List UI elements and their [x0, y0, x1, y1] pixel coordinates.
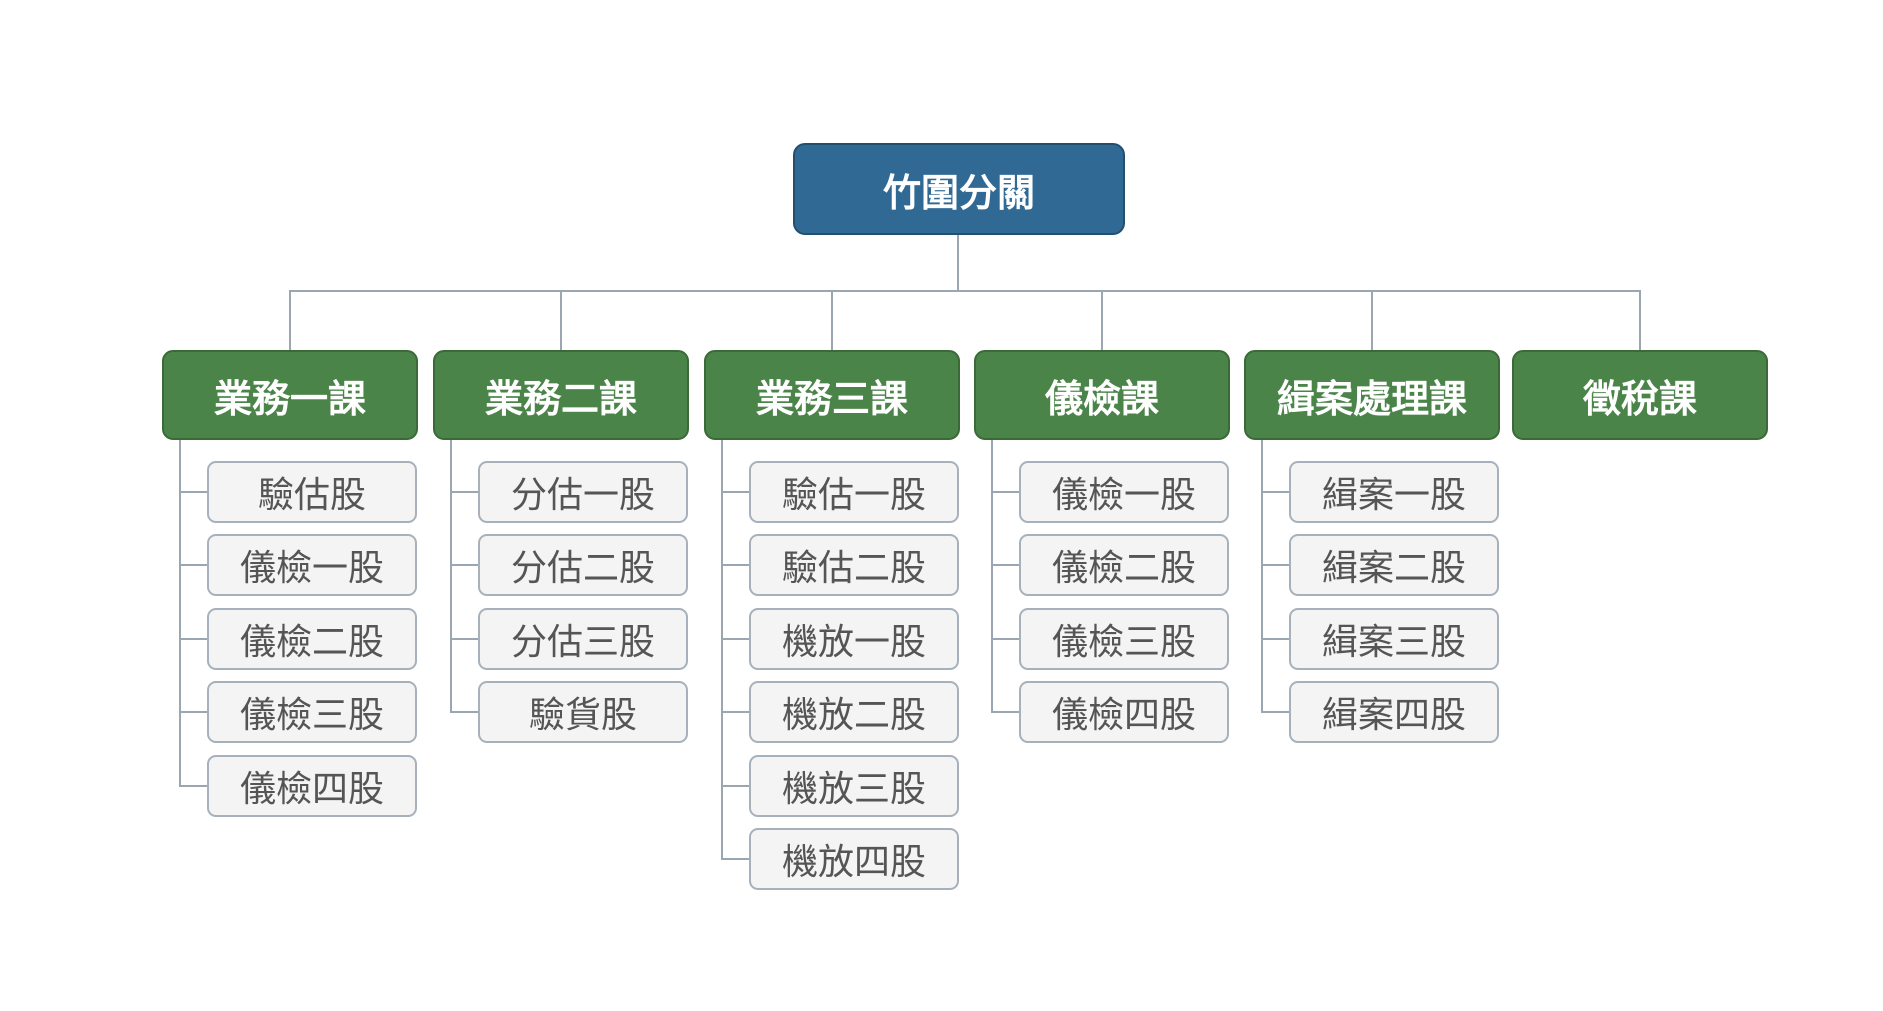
unit-node: 分估一股 [478, 461, 688, 523]
root-node: 竹圍分關 [793, 143, 1125, 235]
unit-node: 驗估二股 [749, 534, 959, 596]
unit-node: 驗估股 [207, 461, 417, 523]
unit-node: 機放三股 [749, 755, 959, 817]
unit-branch-connector [451, 564, 478, 566]
unit-node: 儀檢二股 [1019, 534, 1229, 596]
unit-node: 儀檢一股 [207, 534, 417, 596]
unit-branch-connector [1262, 638, 1289, 640]
unit-node: 機放四股 [749, 828, 959, 890]
unit-node: 驗估一股 [749, 461, 959, 523]
unit-node: 機放一股 [749, 608, 959, 670]
section-drop-connector [1101, 290, 1103, 350]
unit-branch-connector [722, 858, 749, 860]
unit-branch-connector [992, 638, 1019, 640]
unit-node: 機放二股 [749, 681, 959, 743]
unit-branch-connector [1262, 564, 1289, 566]
unit-branch-connector [180, 638, 207, 640]
unit-branch-connector [722, 491, 749, 493]
unit-branch-connector [1262, 491, 1289, 493]
unit-branch-connector [722, 564, 749, 566]
unit-spine-connector [179, 440, 181, 787]
section-node: 業務二課 [433, 350, 689, 440]
unit-node: 儀檢四股 [207, 755, 417, 817]
unit-branch-connector [451, 638, 478, 640]
unit-node: 儀檢四股 [1019, 681, 1229, 743]
unit-spine-connector [991, 440, 993, 714]
unit-node: 緝案三股 [1289, 608, 1499, 670]
section-node: 徵稅課 [1512, 350, 1768, 440]
unit-node: 緝案四股 [1289, 681, 1499, 743]
unit-spine-connector [1261, 440, 1263, 714]
unit-node: 分估三股 [478, 608, 688, 670]
unit-node: 儀檢三股 [1019, 608, 1229, 670]
unit-branch-connector [451, 711, 478, 713]
unit-branch-connector [1262, 711, 1289, 713]
root-connector [957, 235, 959, 291]
unit-branch-connector [722, 638, 749, 640]
unit-node: 儀檢一股 [1019, 461, 1229, 523]
section-node: 緝案處理課 [1244, 350, 1500, 440]
section-drop-connector [1371, 290, 1373, 350]
unit-branch-connector [180, 785, 207, 787]
section-bus-connector [290, 290, 1640, 292]
unit-node: 緝案二股 [1289, 534, 1499, 596]
unit-branch-connector [180, 564, 207, 566]
unit-spine-connector [450, 440, 452, 714]
section-drop-connector [289, 290, 291, 350]
section-node: 儀檢課 [974, 350, 1230, 440]
section-node: 業務一課 [162, 350, 418, 440]
section-drop-connector [560, 290, 562, 350]
unit-node: 儀檢二股 [207, 608, 417, 670]
unit-spine-connector [721, 440, 723, 860]
unit-branch-connector [992, 711, 1019, 713]
unit-branch-connector [992, 564, 1019, 566]
unit-branch-connector [722, 711, 749, 713]
unit-branch-connector [180, 711, 207, 713]
unit-node: 驗貨股 [478, 681, 688, 743]
section-node: 業務三課 [704, 350, 960, 440]
section-drop-connector [831, 290, 833, 350]
unit-branch-connector [992, 491, 1019, 493]
unit-node: 分估二股 [478, 534, 688, 596]
unit-branch-connector [451, 491, 478, 493]
unit-branch-connector [180, 491, 207, 493]
section-drop-connector [1639, 290, 1641, 350]
unit-branch-connector [722, 785, 749, 787]
unit-node: 緝案一股 [1289, 461, 1499, 523]
unit-node: 儀檢三股 [207, 681, 417, 743]
